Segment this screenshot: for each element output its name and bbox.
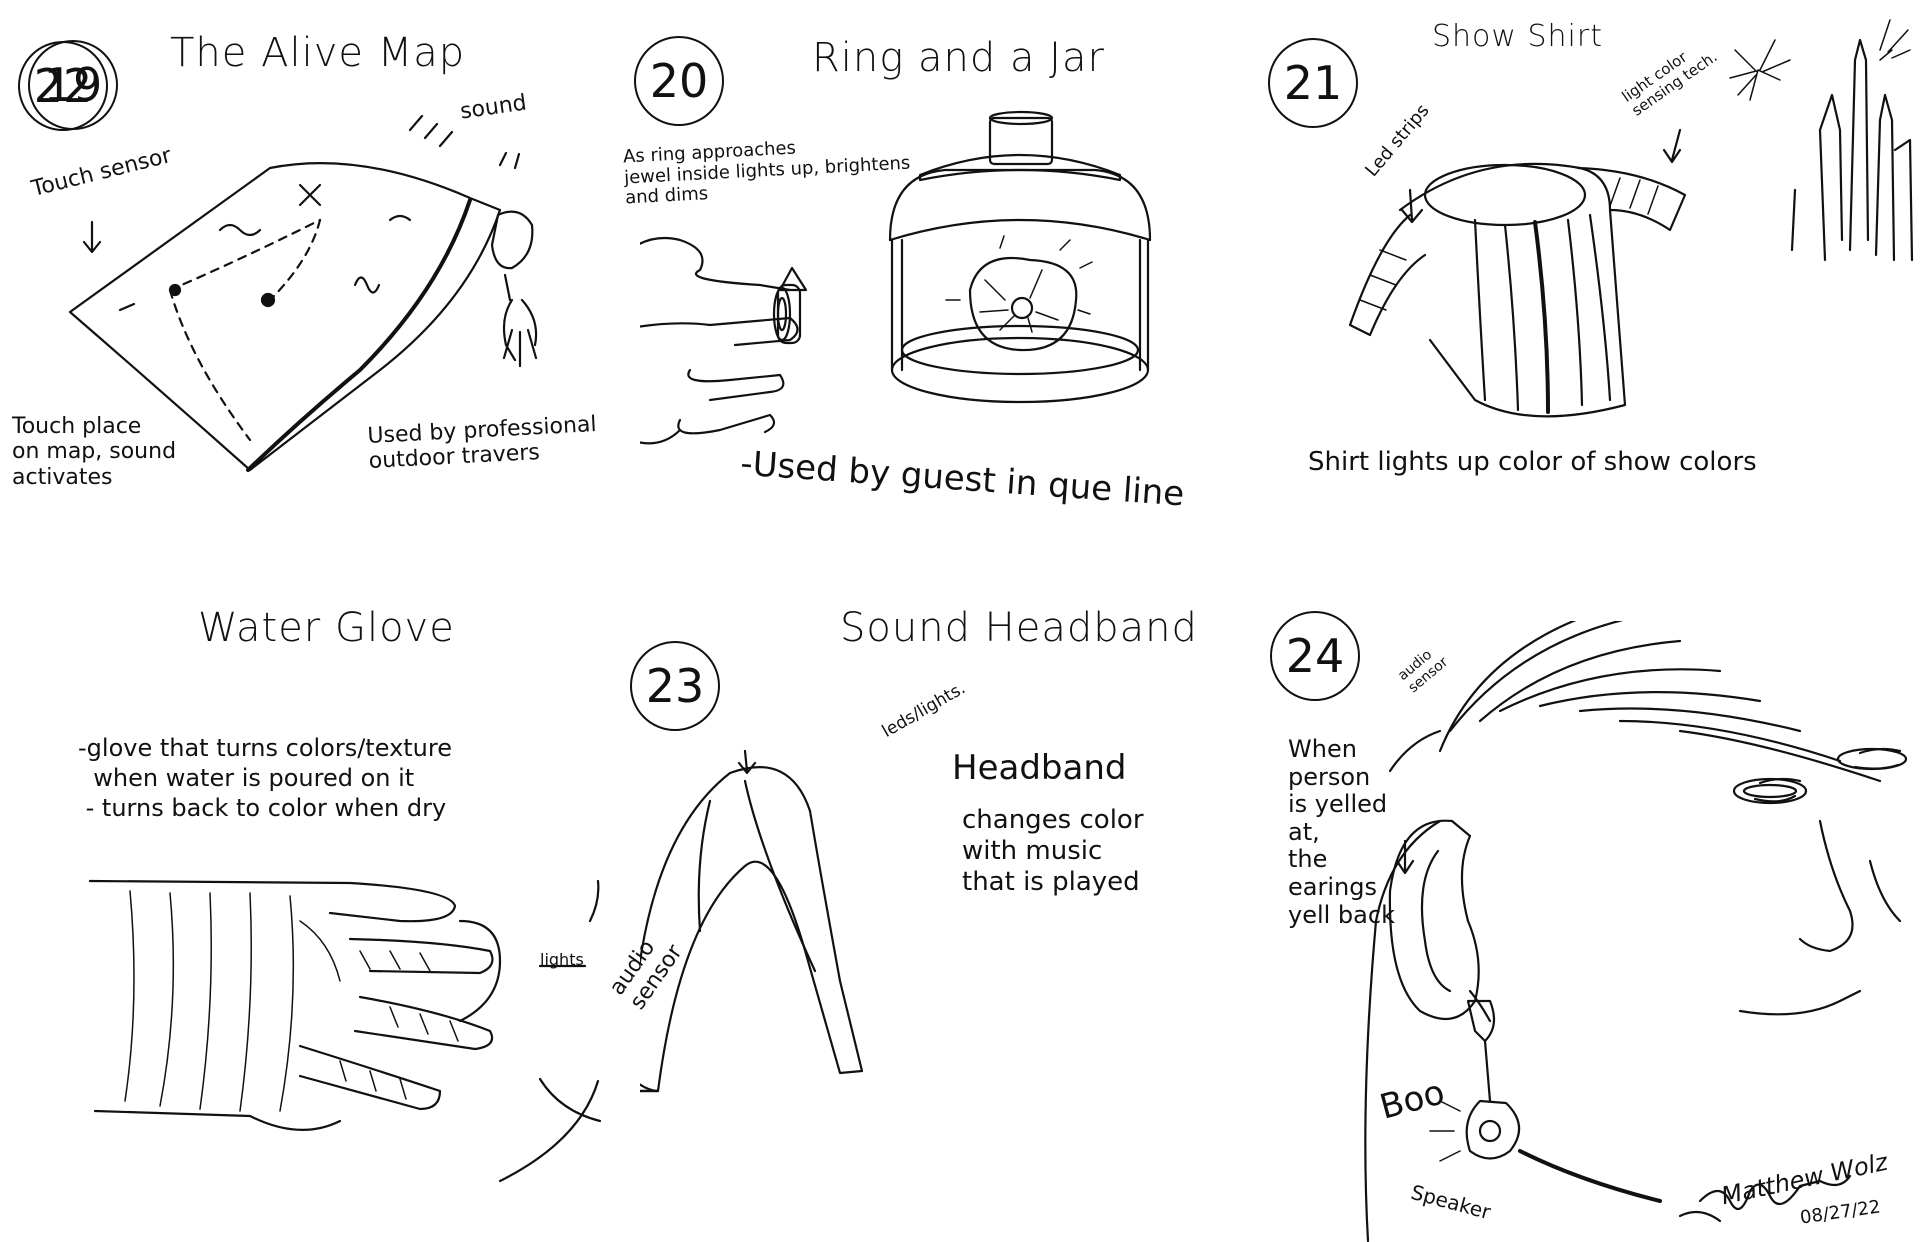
earrings-drawing (1364, 621, 1908, 1242)
step-number-22: 22 (18, 41, 108, 131)
lights-label: lights (540, 950, 584, 969)
water-glove-description: -glove that turns colors/texture when wa… (78, 734, 452, 822)
headband-description: changes color with music that is played (962, 805, 1144, 898)
water-glove-drawing (88, 879, 602, 1183)
panel-21-title: Show Shirt (1432, 19, 1603, 54)
show-shirt-drawing (1348, 19, 1914, 418)
panel-19-title: The Alive Map (170, 30, 466, 76)
panel-23-title: Sound Headband (840, 605, 1198, 651)
panel-21-show-shirt: 21 Show Shirt Led strips light color sen… (1268, 0, 1920, 621)
panel-24-earrings: 24 audio sensor When person is yelled at… (1270, 611, 1920, 1242)
headband-label: Headband (952, 748, 1127, 788)
panel-23-sound-headband: 23 Sound Headband leds/lights. Headband … (605, 605, 1280, 1242)
panel-22-water-glove: 22 Water Glove -glove that turns colors/… (0, 41, 640, 1242)
sound-headband-drawing (640, 749, 864, 1093)
show-shirt-caption: Shirt lights up color of show colors (1308, 447, 1757, 477)
step-number-20: 20 (634, 36, 724, 126)
alive-map-drawing (68, 114, 538, 472)
ring-jar-drawing (640, 110, 1152, 445)
touch-place-note: Touch place on map, sound activates (12, 414, 177, 490)
step-number-21: 21 (1268, 38, 1358, 128)
panel-20-ring-jar: 20 Ring and a Jar As ring approaches jew… (623, 0, 1280, 621)
earring-description: When person is yelled at, the earings ye… (1288, 735, 1395, 929)
step-number-23: 23 (630, 641, 720, 731)
panel-22-title: Water Glove (198, 605, 455, 651)
step-number-24: 24 (1270, 611, 1360, 701)
panel-20-title: Ring and a Jar (812, 35, 1105, 81)
